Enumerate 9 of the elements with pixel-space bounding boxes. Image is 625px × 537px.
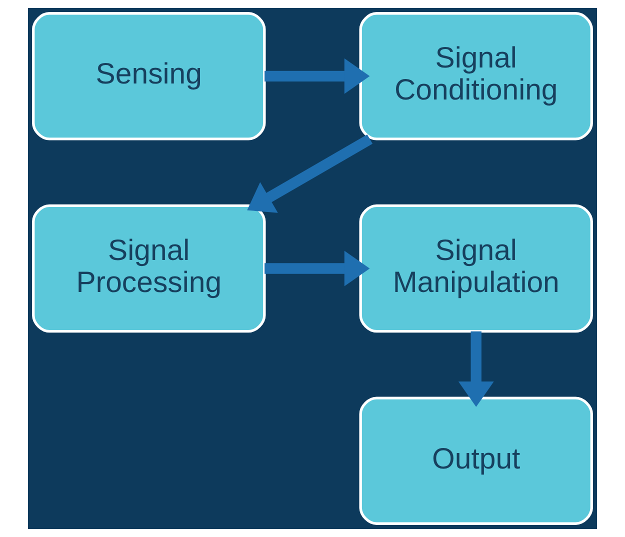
arrow <box>247 134 373 213</box>
node-box: Sensing <box>32 12 266 140</box>
node-box: Signal Processing <box>32 204 266 333</box>
arrow <box>458 331 494 407</box>
node-box: Output <box>359 396 593 525</box>
arrow <box>264 58 370 94</box>
arrow <box>264 250 370 286</box>
node-box: Signal Conditioning <box>359 12 593 140</box>
node-box: Signal Manipulation <box>359 204 593 333</box>
